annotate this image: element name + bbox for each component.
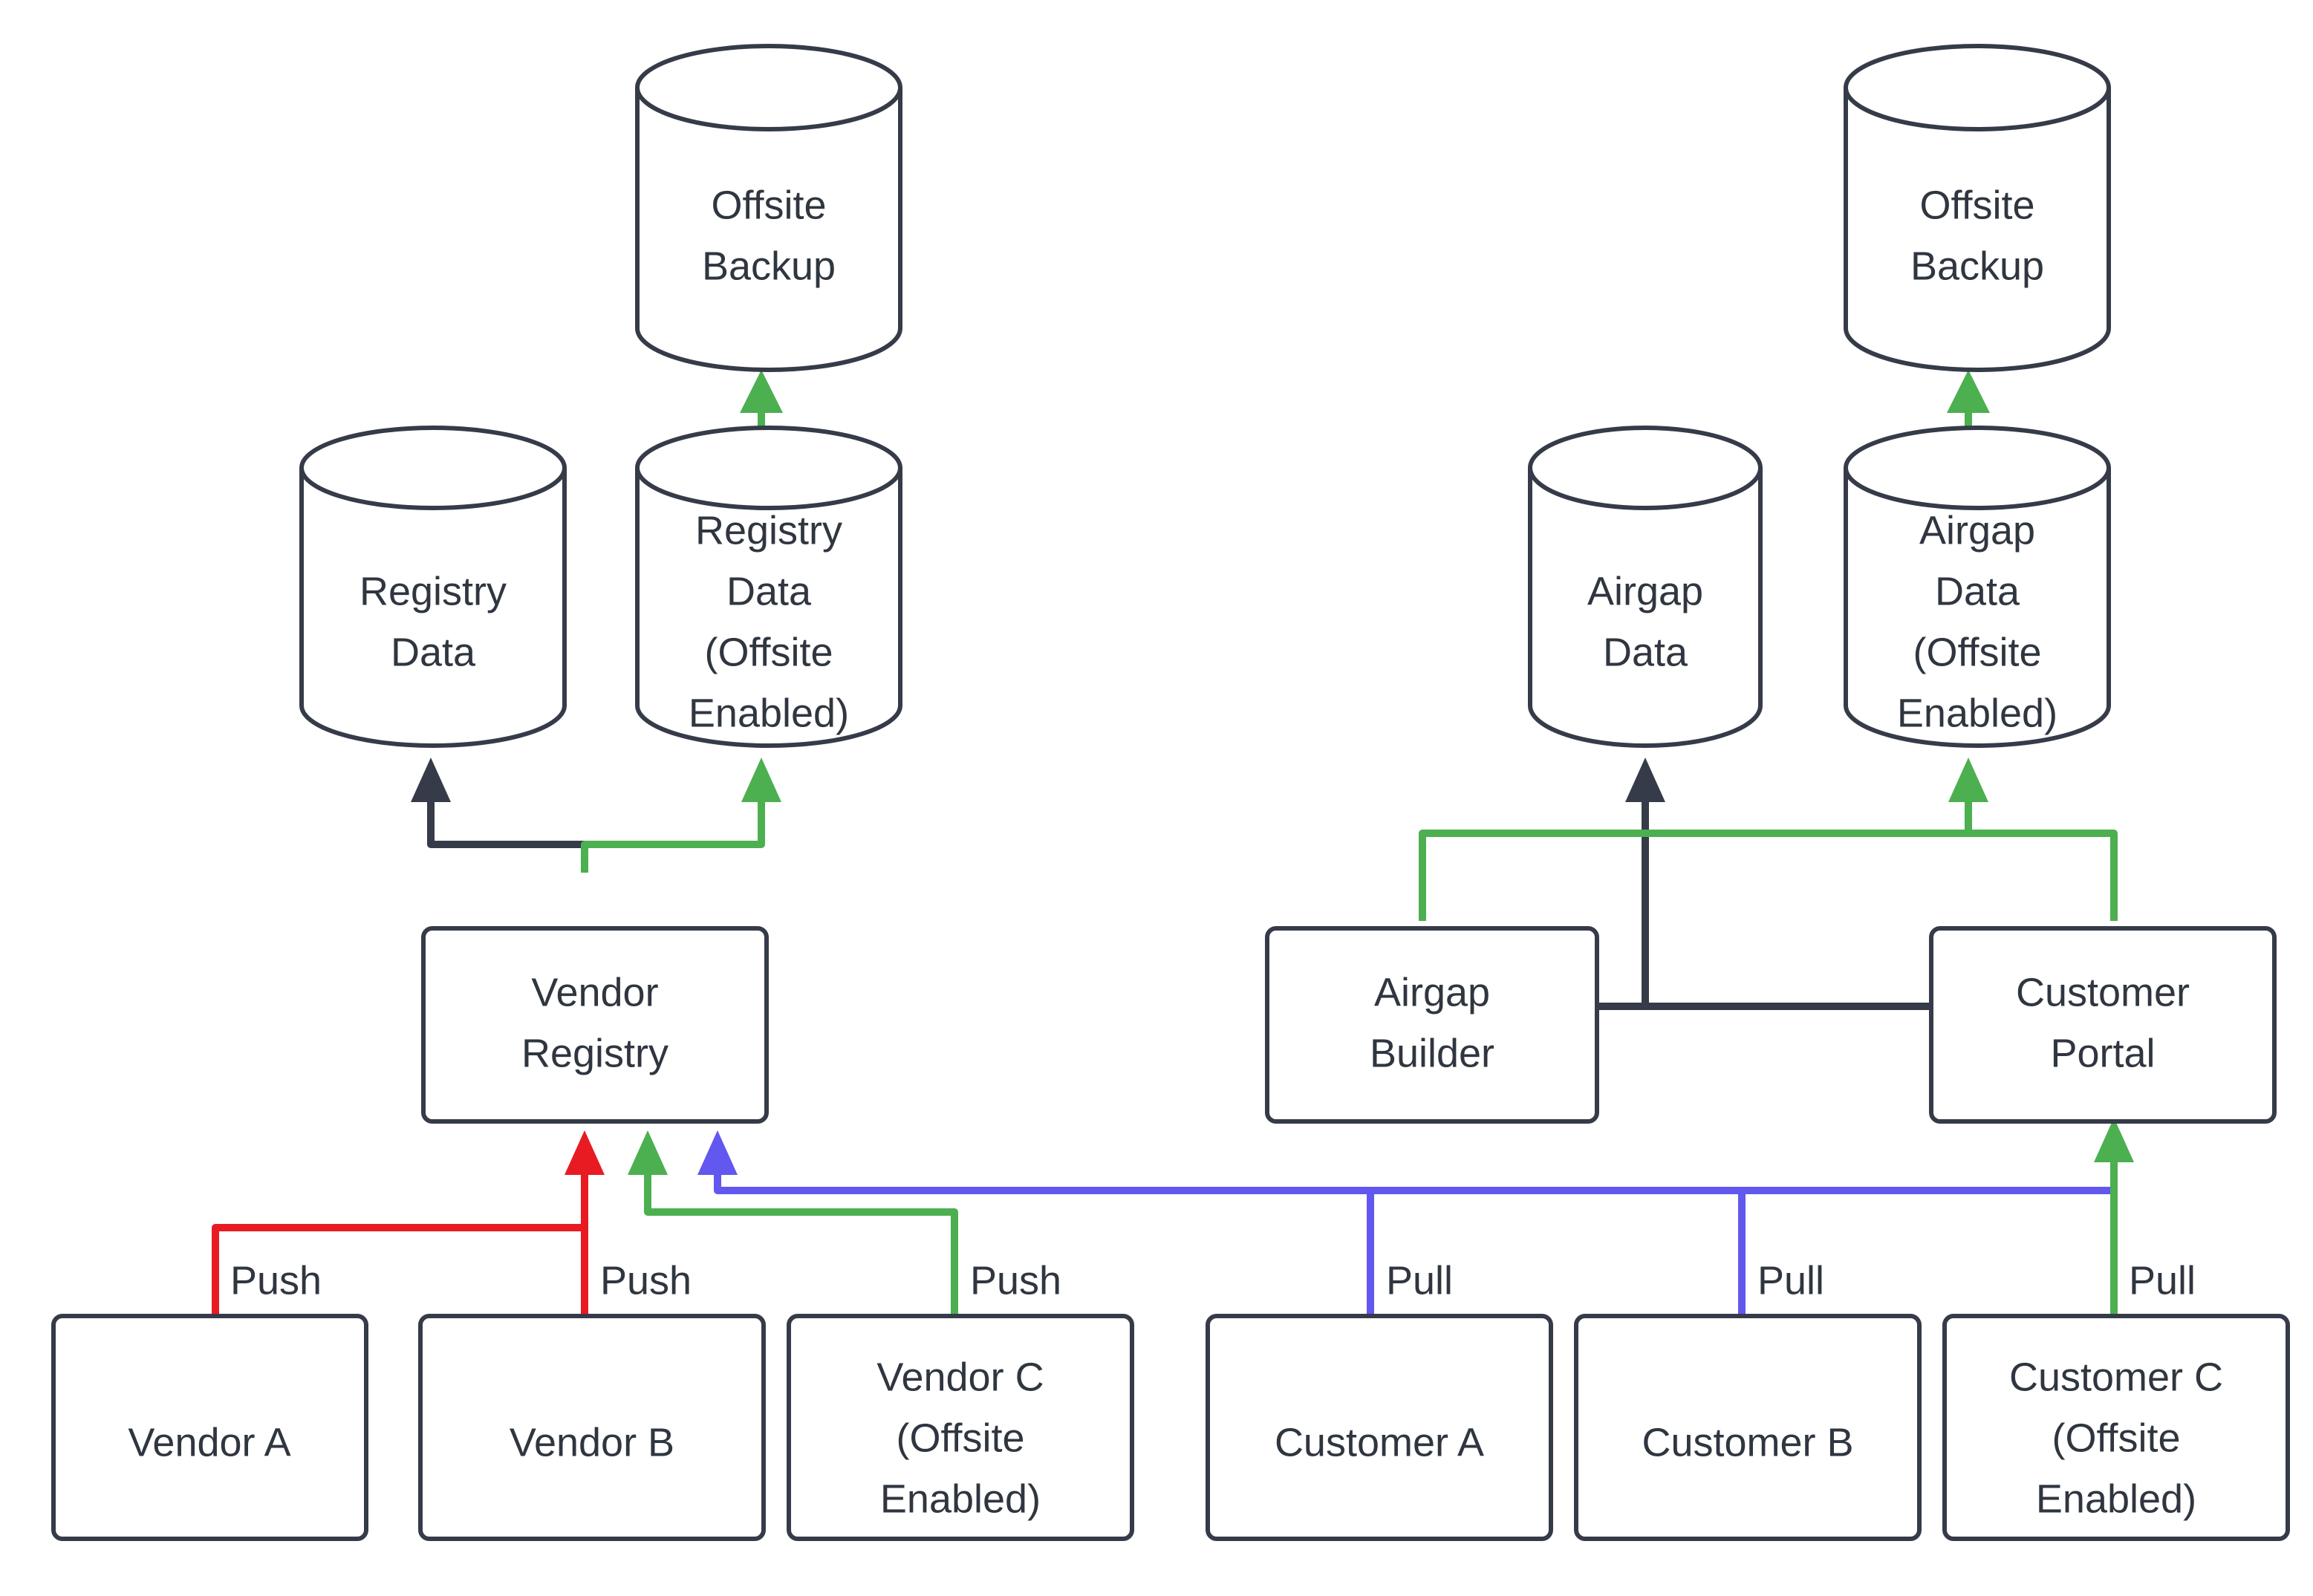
node-label-line: Enabled) xyxy=(2036,1476,2196,1521)
node-left-offsite-backup[interactable]: Offsite Backup xyxy=(635,44,902,372)
node-label-line: Registry xyxy=(521,1031,668,1075)
node-label-line: Customer B xyxy=(1642,1420,1853,1465)
node-label-line: Airgap xyxy=(1587,569,1703,613)
node-label-line: Offsite xyxy=(1919,183,2034,227)
node-label-line: Airgap xyxy=(1374,970,1490,1014)
box-outline xyxy=(787,1314,1134,1541)
node-label-line: (Offsite xyxy=(1913,630,2041,674)
node-customer-b[interactable]: Customer B xyxy=(1574,1314,1922,1541)
node-label-line: Portal xyxy=(2050,1031,2155,1075)
node-label-line: Customer xyxy=(2016,970,2190,1014)
node-label-line: Data xyxy=(1603,630,1688,674)
box-outline xyxy=(1265,926,1599,1124)
edge-airgapbuilder-to-airgapdataoffsite xyxy=(1419,793,1972,921)
edge-customers-to-vendorregistry xyxy=(714,1166,2114,1194)
node-label-line: Builder xyxy=(1370,1031,1494,1075)
arrowhead-offsitebackup-right xyxy=(1947,370,1990,413)
arrowhead-airgapdata xyxy=(1625,758,1665,802)
cylinder-body xyxy=(1844,88,2111,372)
edge-vendorregistry-to-registrydata xyxy=(427,793,588,873)
arrowhead-vendorregistry-from-vendorc xyxy=(628,1130,668,1175)
node-label-line: Backup xyxy=(1910,244,2044,288)
arrowhead-vendorregistry-from-vendora xyxy=(565,1130,605,1175)
node-label-line: Vendor B xyxy=(510,1420,674,1465)
box-outline xyxy=(421,926,769,1124)
node-label-line: Vendor C xyxy=(876,1355,1044,1399)
node-label-line: Enabled) xyxy=(880,1476,1041,1521)
edge-label-customer-a-pull: Pull xyxy=(1386,1258,1453,1303)
node-customer-a[interactable]: Customer A xyxy=(1206,1314,1553,1541)
box-outline xyxy=(51,1314,368,1541)
node-label-line: Enabled) xyxy=(689,691,849,735)
node-label-line: Enabled) xyxy=(1897,691,2057,735)
node-vendor-c[interactable]: Vendor C (Offsite Enabled) xyxy=(787,1314,1134,1541)
edge-label-customer-b-pull: Pull xyxy=(1757,1258,1824,1303)
node-label-line: (Offsite xyxy=(2052,1416,2180,1460)
arrowhead-airgapdataoffsite xyxy=(1948,758,1988,802)
cylinder-top-ellipse xyxy=(635,44,902,131)
node-airgap-data-offsite[interactable]: Airgap Data (Offsite Enabled) xyxy=(1844,426,2111,748)
cylinder-body xyxy=(1844,468,2111,748)
arrowhead-offsitebackup-left xyxy=(740,370,783,413)
node-registry-data[interactable]: Registry Data xyxy=(299,426,567,748)
edges-layer xyxy=(212,370,2134,1316)
node-label-line: Data xyxy=(1935,569,2020,613)
node-airgap-builder[interactable]: Airgap Builder xyxy=(1265,926,1599,1124)
node-label-line: Offsite xyxy=(711,183,826,227)
node-vendor-b[interactable]: Vendor B xyxy=(418,1314,766,1541)
cylinder-body xyxy=(1528,468,1763,748)
cylinder-body xyxy=(635,88,902,372)
edge-labels-layer: Push Push Push Pull Pull Pull xyxy=(230,1258,2196,1303)
node-label-line: Customer A xyxy=(1275,1420,1484,1465)
node-customer-c[interactable]: Customer C (Offsite Enabled) xyxy=(1942,1314,2290,1541)
edge-label-vendor-a-push: Push xyxy=(230,1258,322,1303)
box-outline xyxy=(1574,1314,1922,1541)
cylinder-top-ellipse xyxy=(1844,44,2111,131)
node-airgap-data[interactable]: Airgap Data xyxy=(1528,426,1763,748)
edge-label-vendor-b-push: Push xyxy=(600,1258,692,1303)
cylinder-top-ellipse xyxy=(1528,426,1763,510)
box-outline xyxy=(1929,926,2277,1124)
arrowhead-registrydata xyxy=(411,758,451,802)
node-label-line: Vendor A xyxy=(128,1420,290,1465)
node-label-line: Customer C xyxy=(2009,1355,2223,1399)
node-label-line: (Offsite xyxy=(896,1416,1024,1460)
cylinder-top-ellipse xyxy=(635,426,902,510)
cylinder-body xyxy=(299,468,567,748)
cylinder-top-ellipse xyxy=(1844,426,2111,510)
node-label-line: Registry xyxy=(360,569,507,613)
arrowhead-vendorregistry-from-customers xyxy=(697,1130,738,1175)
cylinder-top-ellipse xyxy=(299,426,567,510)
box-outline xyxy=(1942,1314,2290,1541)
box-outline xyxy=(1206,1314,1553,1541)
node-label-line: (Offsite xyxy=(704,630,833,674)
arrowhead-customerportal xyxy=(2094,1118,2134,1162)
cylinder-body xyxy=(635,468,902,748)
node-vendor-registry[interactable]: Vendor Registry xyxy=(421,926,769,1124)
node-label-line: Data xyxy=(391,630,476,674)
node-label-line: Airgap xyxy=(1919,508,2035,553)
node-customer-portal[interactable]: Customer Portal xyxy=(1929,926,2277,1124)
node-registry-data-offsite[interactable]: Registry Data (Offsite Enabled) xyxy=(635,426,902,748)
arrowhead-registrydataoffsite xyxy=(741,758,781,802)
edge-label-customer-c-pull: Pull xyxy=(2129,1258,2196,1303)
edge-vendorc-to-vendorregistry xyxy=(644,1166,958,1316)
node-label-line: Backup xyxy=(702,244,836,288)
edge-label-vendor-c-push: Push xyxy=(970,1258,1061,1303)
node-label-line: Registry xyxy=(695,508,842,553)
box-outline xyxy=(418,1314,766,1541)
edge-customerportal-to-airgapdata xyxy=(1642,793,1931,1010)
node-label-line: Vendor xyxy=(531,970,658,1014)
node-right-offsite-backup[interactable]: Offsite Backup xyxy=(1844,44,2111,372)
node-label-line: Data xyxy=(726,569,812,613)
edge-vendorregistry-to-registrydataoffsite xyxy=(581,793,765,873)
edge-customerportal-to-airgapdataoffsite xyxy=(1968,830,2118,921)
node-vendor-a[interactable]: Vendor A xyxy=(51,1314,368,1541)
